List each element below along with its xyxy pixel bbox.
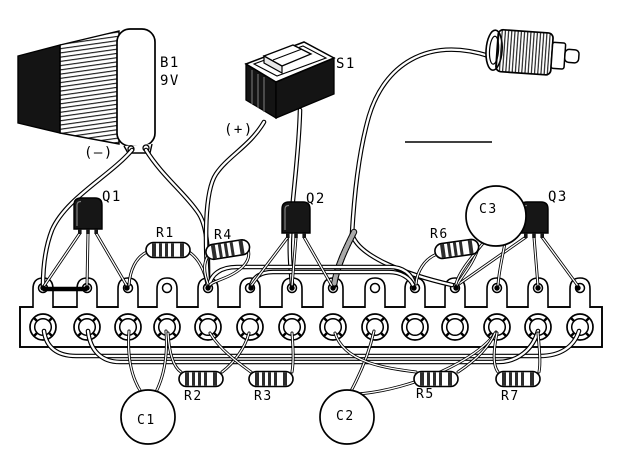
solder-lugs [32,277,591,309]
r2-label: R2 [184,389,203,404]
capacitor-c2 [319,389,375,445]
battery-name-label: B1 [160,55,180,71]
r1-label: R1 [156,226,175,241]
c2-label: C2 [336,409,355,424]
capacitor-c1 [120,389,176,445]
q2-label: Q2 [306,191,326,207]
transistor-q1 [73,197,103,235]
battery-voltage-label: 9V [160,73,180,89]
c1-label: C1 [137,413,156,428]
q1-label: Q1 [102,189,122,205]
switch-label: S1 [336,56,356,72]
negative-label: (—) [84,145,114,161]
positive-label: (+) [224,122,254,138]
battery-b1 [17,28,156,154]
resistor-r7 [495,370,541,388]
solder-joints [40,285,581,291]
resistor-r1 [145,241,191,259]
q3-label: Q3 [548,189,568,205]
r3-label: R3 [254,389,273,404]
r6-label: R6 [430,227,449,242]
r7-label: R7 [501,389,520,404]
switch-s1 [244,41,336,120]
r4-label: R4 [214,228,233,243]
transistor-q2 [281,201,311,239]
r5-label: R5 [416,387,435,402]
resistor-r3 [248,370,294,388]
c3-label: C3 [479,202,498,217]
capacitor-c3 [465,185,527,247]
resistor-r2 [178,370,224,388]
terminal-strip [19,277,603,348]
resistor-r5 [413,370,459,388]
output-plug [485,28,580,76]
